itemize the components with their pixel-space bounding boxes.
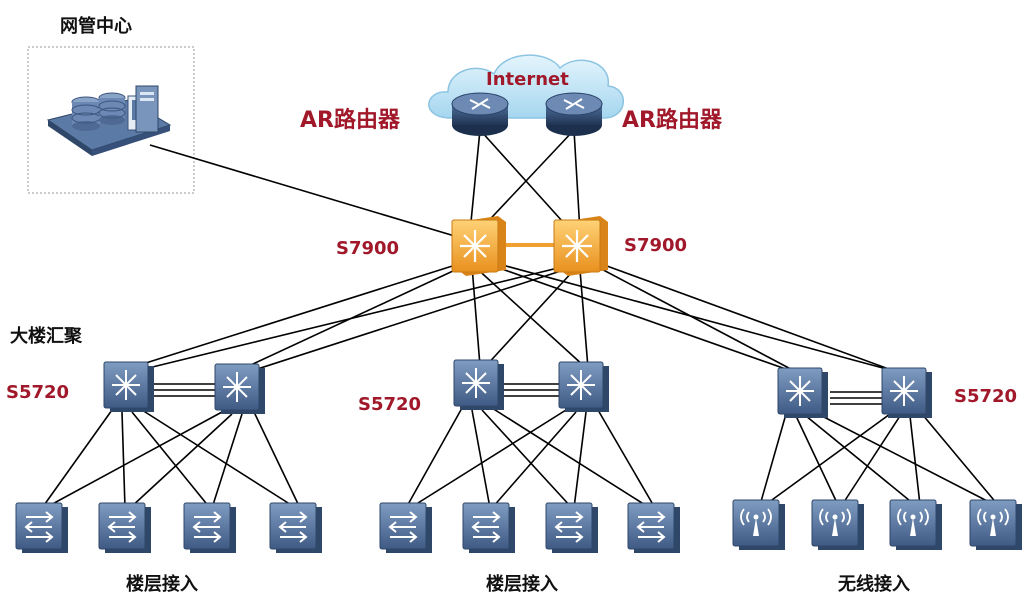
access-mid-label: 楼层接入 <box>486 574 558 595</box>
aggregation-switch-icon <box>103 361 154 412</box>
access-switch-icon <box>98 502 151 553</box>
server-workstation-icon <box>46 85 172 156</box>
wireless-ap-icon <box>969 499 1022 550</box>
agg-mid-label: S5720 <box>358 394 422 415</box>
router-icon-left <box>451 92 509 136</box>
aggregation-switch-icon <box>881 367 932 418</box>
access-switch-icon <box>545 502 598 553</box>
access-switch-icon <box>462 502 515 553</box>
aggregation-switch-icon <box>214 363 265 414</box>
agg-right-label: S5720 <box>954 386 1018 407</box>
ar-router-left-label: AR路由器 <box>300 108 400 133</box>
wireless-ap-icon <box>732 499 785 550</box>
access-switch-icon <box>183 502 236 553</box>
core-switch-icon-left <box>451 216 506 276</box>
wireless-ap-icon <box>889 499 942 550</box>
core-left-label: S7900 <box>336 238 400 259</box>
agg-title-label: 大楼汇聚 <box>10 326 82 347</box>
connection-lines <box>41 129 999 509</box>
core-right-label: S7900 <box>624 235 688 256</box>
access-layer <box>15 499 1022 553</box>
router-icon-right <box>545 92 603 136</box>
access-right-label: 无线接入 <box>838 574 910 595</box>
access-switch-icon <box>627 502 680 553</box>
agg-left-label: S5720 <box>6 382 70 403</box>
aggregation-switch-icon <box>558 361 609 412</box>
ar-router-right-label: AR路由器 <box>622 108 722 133</box>
access-switch-icon <box>15 502 68 553</box>
core-switch-icon-right <box>553 216 608 276</box>
aggregation-switch-icon <box>453 359 504 410</box>
nms-center-label: 网管中心 <box>60 16 132 37</box>
access-switch-icon <box>269 502 322 553</box>
internet-label: Internet <box>486 69 569 90</box>
agg-switches <box>103 359 932 418</box>
wireless-ap-icon <box>811 499 864 550</box>
aggregation-switch-icon <box>777 367 828 418</box>
access-left-label: 楼层接入 <box>126 574 198 595</box>
access-switch-icon <box>379 502 432 553</box>
